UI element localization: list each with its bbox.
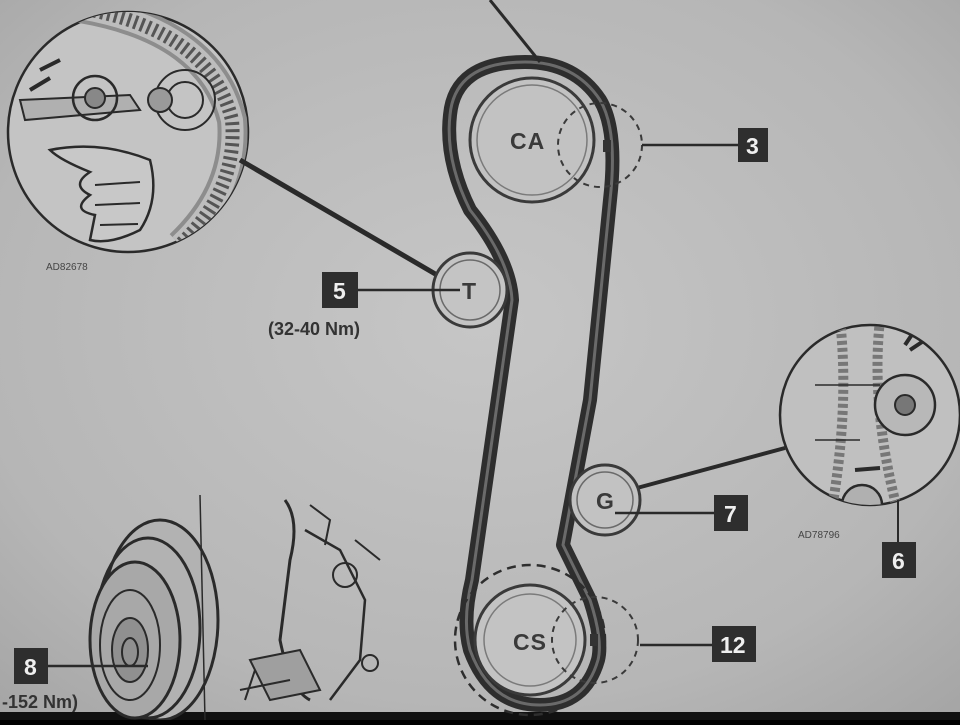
callout-3: 3 [642,128,768,162]
callout-12-number: 12 [720,632,746,658]
tensioner-detail-leader [238,157,439,278]
tensioner-detail-code: AD82678 [46,262,88,273]
callout-7: 7 [615,495,748,531]
callout-5: 5 (32-40 Nm) [268,272,460,339]
tensioner-torque: (32-40 Nm) [268,319,360,339]
callout-12: 12 [640,626,756,662]
callout-5-number: 5 [333,278,346,304]
callout-7-number: 7 [724,501,737,527]
callout-8: 8 -152 Nm) [2,648,148,712]
timing-belt [442,55,620,712]
tensioner-pulley-label: T [462,278,477,304]
callout-3-number: 3 [746,133,759,159]
crank-pulley-torque: -152 Nm) [2,692,78,712]
bottom-border [0,712,960,720]
camshaft-top-leader [488,0,542,63]
guide-pulley-label: G [596,488,615,514]
guide-detail-view: AD78796 [778,323,960,541]
crankshaft-pulley-assembly [88,494,381,722]
tensioner-detail-view: AD82678 [6,10,250,273]
callout-6: 6 [882,500,916,578]
callout-6-number: 6 [892,548,905,574]
guide-pulley: G [568,463,642,537]
crankshaft-sprocket: CS [453,563,639,717]
callout-8-number: 8 [24,654,37,680]
guide-detail-leader [636,446,786,490]
crankshaft-sprocket-label: CS [513,629,547,655]
guide-detail-code: AD78796 [798,530,840,541]
camshaft-pulley-label: CA [510,128,545,154]
